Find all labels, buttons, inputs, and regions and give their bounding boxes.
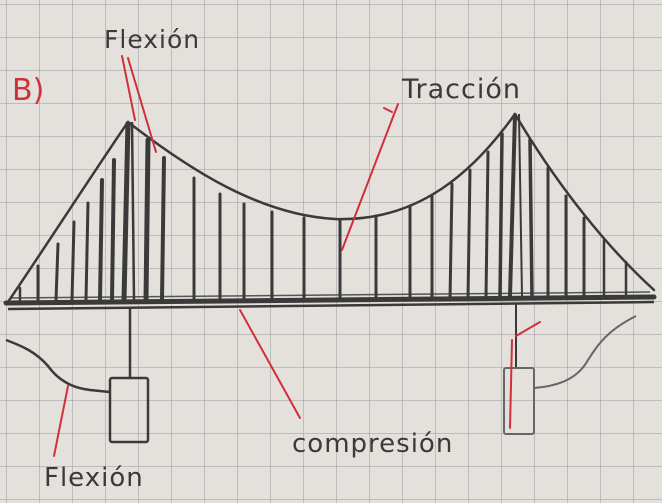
label-flexion-bottom: Flexión — [44, 463, 144, 493]
label-traccion: Tracción — [401, 74, 521, 105]
right-foundation — [503, 315, 637, 435]
suspender-cables — [18, 132, 628, 303]
right-tower — [508, 113, 523, 368]
bridge-deck — [3, 291, 657, 311]
label-flexion-top: Flexión — [104, 25, 200, 54]
left-tower — [121, 121, 136, 378]
label-compresion: compresión — [292, 429, 453, 459]
left-foundation — [5, 338, 150, 444]
annotation-leaders — [53, 55, 541, 457]
main-cable — [6, 112, 656, 304]
section-label: B) — [12, 73, 44, 108]
